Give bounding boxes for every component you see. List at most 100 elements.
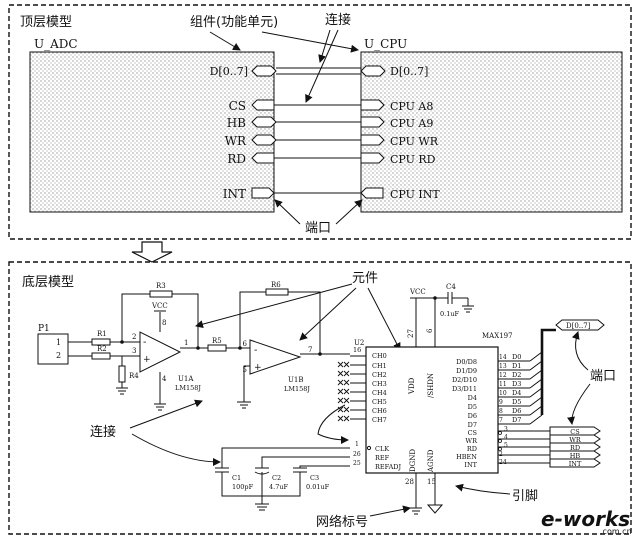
pin-number: 8 [162,319,166,327]
ic-part: MAX197 [482,332,513,340]
connector-pin: 2 [56,351,61,360]
watermark-suffix: .com.cn [600,527,632,536]
ic-pin-label: REF [375,454,390,462]
ic-right-pin-labels: D0/D8 D1/D9 D2/D10 D3/D11 D4 D5 D6 D7 CS… [452,358,478,469]
connector-pin: 1 [56,338,61,347]
ic-pin-label: AGND [427,449,435,473]
pin-number: 6 [243,340,248,348]
data-line-label: D0 [512,353,521,361]
port-label: INT [223,187,246,201]
bus-port-d0-7: D[0..7] [555,319,605,331]
opamp-minus: - [254,345,257,356]
pin-number: 16 [353,346,361,354]
control-port-label: INT [569,460,582,468]
ic-ref: U2 [354,339,364,347]
pin-number: 7 [499,417,503,424]
ic-pin-label: WR [465,437,478,445]
pin-number: 4 [162,375,167,383]
ic-pin-label: CH0 [372,352,387,360]
ic-pin-label: D7 [468,421,477,429]
bottom-model-panel: 底层模型 P1 1 2 [8,261,632,535]
pin-number: 12 [499,372,507,379]
pin-number: 2 [132,333,136,341]
ic-right-pin-numbers: 14 13 12 11 10 9 8 7 3 4 5 2 24 [499,354,508,466]
ic-pin-label: D5 [468,403,477,411]
ic-u2-max197: U2 MAX197 CH0 CH1 CH2 CH3 CH4 CH5 CH6 CH… [337,328,513,486]
callout-port-arrow-2 [567,383,591,425]
connector-p1: P1 1 2 [37,324,69,365]
resistor-ref: R5 [212,337,222,345]
ic-pin-label: VDD [408,377,416,395]
ground-symbol [154,403,166,411]
vcc-label: VCC [409,288,426,296]
ic-pin-label: CH1 [372,362,387,370]
callout-element-arrow-3 [367,287,401,351]
input-wires [68,291,350,404]
pin-number: 15 [427,478,436,486]
control-port-label: HB [570,452,581,460]
ic-pin-label: HBEN [456,453,477,461]
opamp-ref: U1A [178,375,194,383]
ic-pin-label: CH4 [372,389,387,397]
supply-wiring [410,292,474,347]
callout-connection-arrow-1 [129,399,203,429]
bottom-model-title: 底层模型 [22,274,74,290]
data-line-labels: D0 D1 D2 D3 D4 D5 D6 D7 [512,353,521,424]
pin-number: 4 [504,434,508,441]
connector-ref: P1 [38,324,50,334]
bus-port-label: D[0..7] [566,322,591,330]
opamp-plus: + [254,363,262,373]
pin-number: 3 [132,347,136,355]
junction-dot [318,352,322,356]
opamp-minus: - [143,337,146,348]
ic-pin-label: D1/D9 [456,367,477,375]
junction-dot [238,346,242,350]
u-adc-name: U_ADC [34,37,78,51]
ground-symbol [237,401,251,409]
capacitor-value: 0.1uF [440,310,460,318]
vcc-label: VCC [151,302,168,310]
u-cpu-block: U_CPU [360,37,623,213]
ic-pin-label: INT [464,461,477,469]
junction-dot [196,346,200,350]
resistor-ref: R2 [97,345,107,353]
pin-number: 25 [353,460,361,467]
clk-inversion-bubble [366,445,372,451]
callout-element-arrow-1 [195,283,353,329]
callout-port: 端口 [305,221,331,236]
pin-number: 27 [407,329,415,338]
pin-number: 5 [243,366,247,374]
pin-number: 11 [499,381,507,388]
ic-pin-label: CH3 [372,380,387,388]
capacitor-ref: C4 [446,283,456,291]
ic-pin-label: CH5 [372,398,387,406]
pin-number: 7 [308,346,312,354]
port-label: CPU WR [390,135,439,148]
no-connect-marks [337,361,350,422]
ground-symbol [116,382,128,395]
u-adc-block: U_ADC [29,37,275,213]
port-label: CPU A8 [390,100,433,113]
capacitor-value: 100pF [232,483,254,491]
port-label: D[0..7] [210,65,248,78]
u-adc-ports: D[0..7] CS HB WR RD INT [210,65,277,201]
pin-number: 26 [353,451,361,458]
callout-pin-arrow [455,483,511,495]
port-label: CPU RD [390,153,436,166]
capacitor-ref: C2 [272,474,281,482]
port-label: HB [227,116,246,130]
port-label: WR [225,134,247,148]
pin-number: 14 [499,354,507,361]
resistor-ref: R3 [156,282,166,290]
pin-number: 3 [504,426,508,433]
control-port-lines [498,430,550,464]
u-cpu-name: U_CPU [364,37,407,51]
ic-pin-label: REFADJ [375,463,401,471]
ref-capacitor-wiring [215,447,350,511]
port-label: CPU A9 [390,117,433,130]
callout-component-arrow-right [261,31,359,53]
pin-number: 13 [499,363,507,370]
data-line-label: D2 [512,371,521,379]
